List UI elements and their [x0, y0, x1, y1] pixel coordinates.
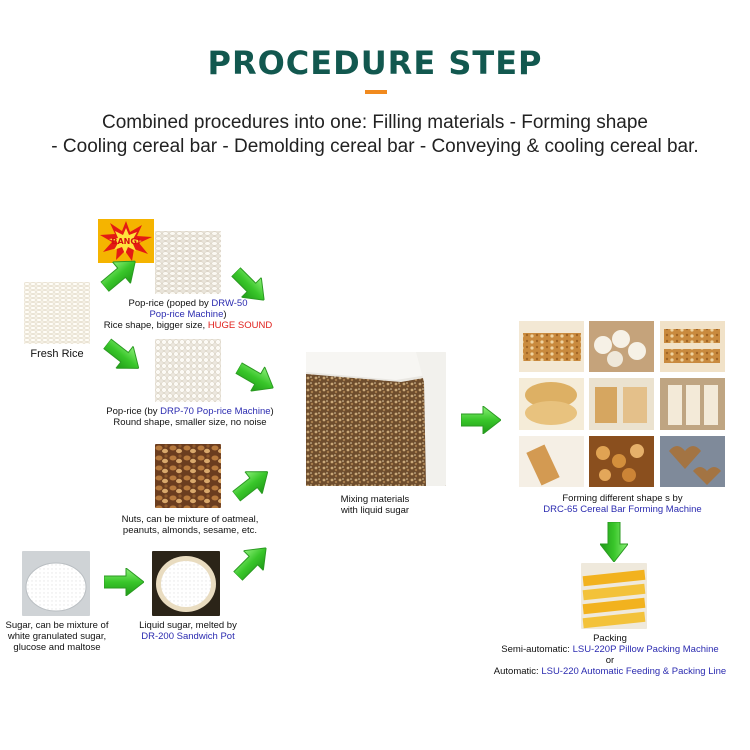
arrow-down-right-icon	[99, 333, 148, 380]
arrow-right-icon	[232, 356, 281, 400]
intro-line-1: Combined procedures into one: Filling ma…	[102, 112, 648, 133]
forming-caption: Forming different shape s by DRC-65 Cere…	[510, 493, 735, 515]
drp-70-link[interactable]: DRP-70 Pop-rice Machine	[160, 406, 271, 417]
pop-rice-drw-caption: Pop-rice (poped by DRW-50 Pop-rice Machi…	[103, 298, 273, 331]
pop-rice-large-image	[155, 231, 221, 294]
arrow-right-icon	[104, 568, 144, 596]
intro-line-2: - Cooling cereal bar - Demolding cereal …	[51, 136, 699, 157]
page-title: PROCEDURE STEP	[207, 44, 543, 82]
lsu-220p-link[interactable]: LSU-220P Pillow Packing Machine	[572, 644, 719, 655]
arrow-right-icon	[461, 406, 501, 434]
mixing-image	[306, 352, 446, 486]
arrow-down-icon	[600, 522, 628, 562]
packing-image	[581, 563, 647, 629]
lsu-220-link[interactable]: LSU-220	[541, 666, 579, 677]
title-accent-bar	[365, 90, 387, 94]
forming-shapes-grid	[519, 321, 725, 487]
pop-rice-drp-caption: Pop-rice (by DRP-70 Pop-rice Machine) Ro…	[106, 406, 274, 428]
nuts-caption: Nuts, can be mixture of oatmeal, peanuts…	[121, 514, 259, 536]
arrow-up-right-icon	[228, 461, 277, 508]
pop-rice-machine-link[interactable]: Pop-rice Machine	[149, 309, 224, 320]
liquid-sugar-image	[152, 551, 220, 616]
packing-caption: Packing Semi-automatic: LSU-220P Pillow …	[493, 633, 727, 677]
arrow-up-right-icon	[228, 538, 276, 586]
pop-rice-round-image	[155, 339, 221, 402]
bang-burst-image: BANG!	[98, 219, 154, 263]
drc-65-link[interactable]: DRC-65 Cereal Bar Forming Machine	[543, 504, 702, 515]
dr-200-link[interactable]: DR-200 Sandwich Pot	[141, 631, 235, 642]
liquid-sugar-caption: Liquid sugar, melted by DR-200 Sandwich …	[128, 620, 248, 642]
sugar-caption: Sugar, can be mixture of white granulate…	[5, 620, 109, 653]
huge-sound-label: HUGE SOUND	[207, 320, 273, 331]
drw-50-link[interactable]: DRW-50	[211, 298, 248, 309]
auto-packing-line-link[interactable]: Automatic Feeding & Packing Line	[580, 666, 727, 677]
fresh-rice-image	[24, 282, 90, 344]
bang-text: BANG!	[111, 237, 140, 246]
fresh-rice-label: Fresh Rice	[30, 348, 84, 360]
sugar-image	[22, 551, 90, 616]
mixing-caption: Mixing materials with liquid sugar	[340, 494, 410, 516]
nuts-image	[155, 444, 221, 508]
